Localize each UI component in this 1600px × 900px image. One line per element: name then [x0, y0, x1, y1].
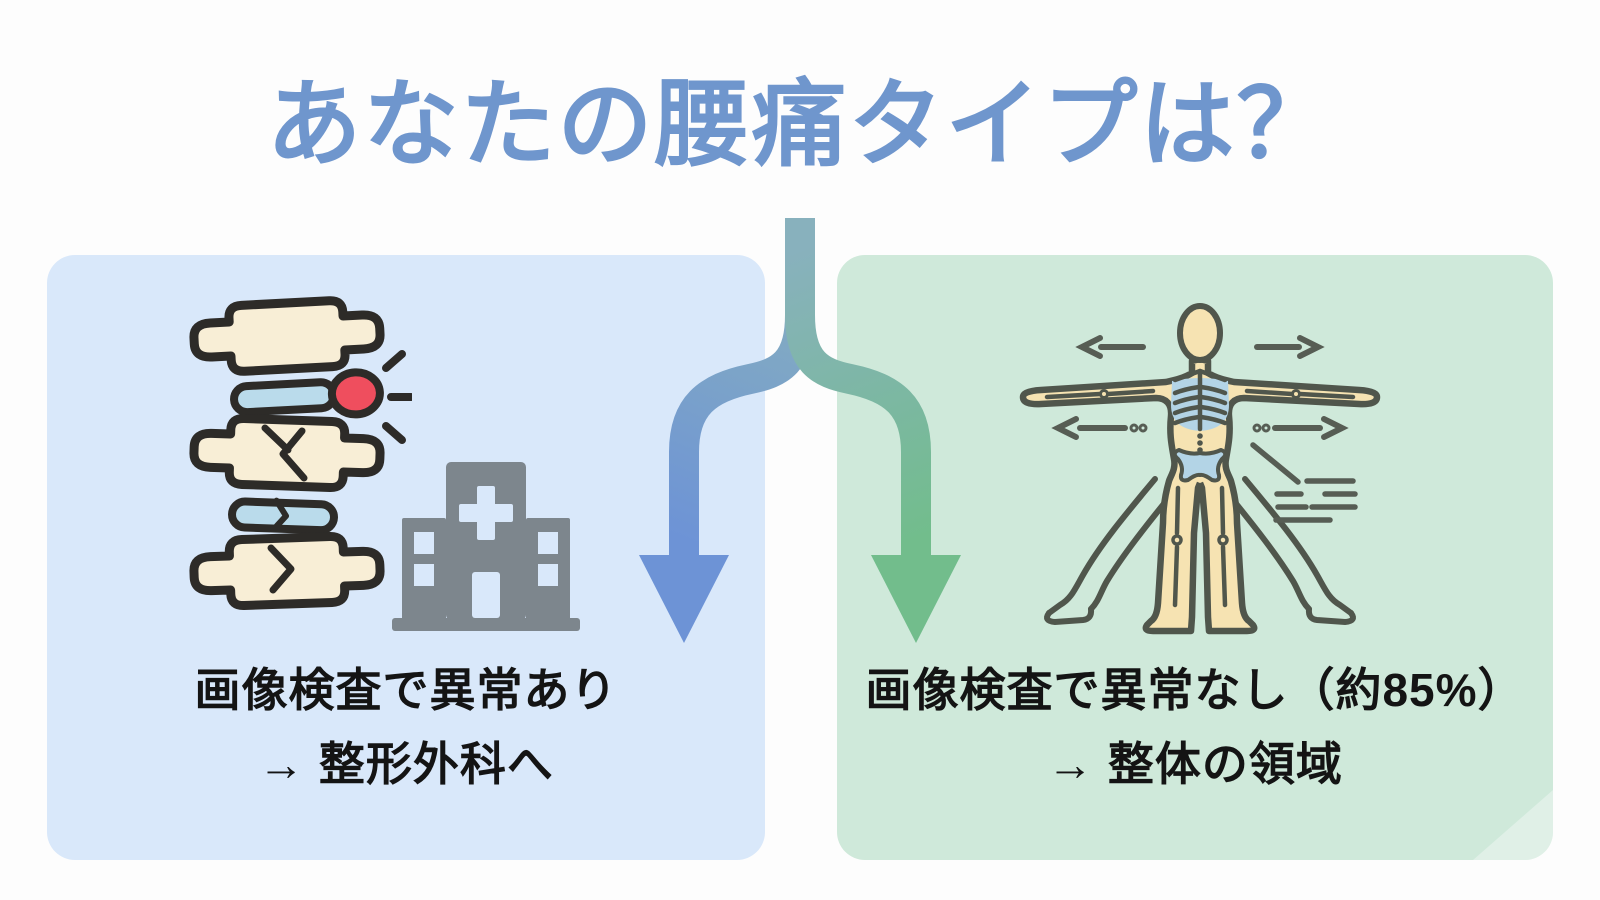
panel-left-line1: 画像検査で異常あり [194, 664, 618, 716]
branch-left-arrowhead [639, 555, 729, 643]
corner-fold-decoration [1473, 790, 1553, 860]
disc-damaged [228, 497, 338, 535]
disc-with-hernia [230, 368, 384, 419]
panel-right-line2: → 整体の領域 [1047, 738, 1343, 790]
spine-dots [1197, 433, 1203, 453]
branch-arrow [639, 218, 961, 643]
branch-left-shaft [669, 218, 815, 560]
hospital-window [538, 532, 558, 554]
pain-emphasis-marks [382, 350, 412, 444]
vertebra-top [192, 298, 381, 374]
crack-lines-bottom [267, 544, 295, 594]
hospital-icon [392, 462, 580, 631]
panel-right-text: 画像検査で異常なし（約85%） → 整体の領域 [837, 667, 1553, 787]
annotation-lines [1250, 442, 1358, 523]
hospital-cross-horizontal [459, 504, 513, 522]
panel-left-line2: → 整形外科へ [258, 738, 554, 790]
crack-lines-middle [261, 424, 308, 482]
spine-hernia-icon [172, 288, 412, 640]
branch-right-shaft [785, 218, 931, 560]
body-balance-icon [1005, 303, 1395, 648]
pelvis [1172, 448, 1228, 483]
hospital-window [538, 564, 558, 586]
panel-left-text: 画像検査で異常あり → 整形外科へ [47, 667, 765, 787]
hospital-window [414, 564, 434, 586]
hospital-window [414, 532, 434, 554]
page-title: あなたの腰痛タイプは？ [266, 72, 1334, 178]
panel-right-line1: 画像検査で異常なし（約85%） [865, 664, 1525, 716]
head [1177, 303, 1223, 363]
branch-right-arrowhead [871, 555, 961, 643]
hospital-door [472, 572, 500, 618]
hernia-bulge [327, 368, 384, 419]
